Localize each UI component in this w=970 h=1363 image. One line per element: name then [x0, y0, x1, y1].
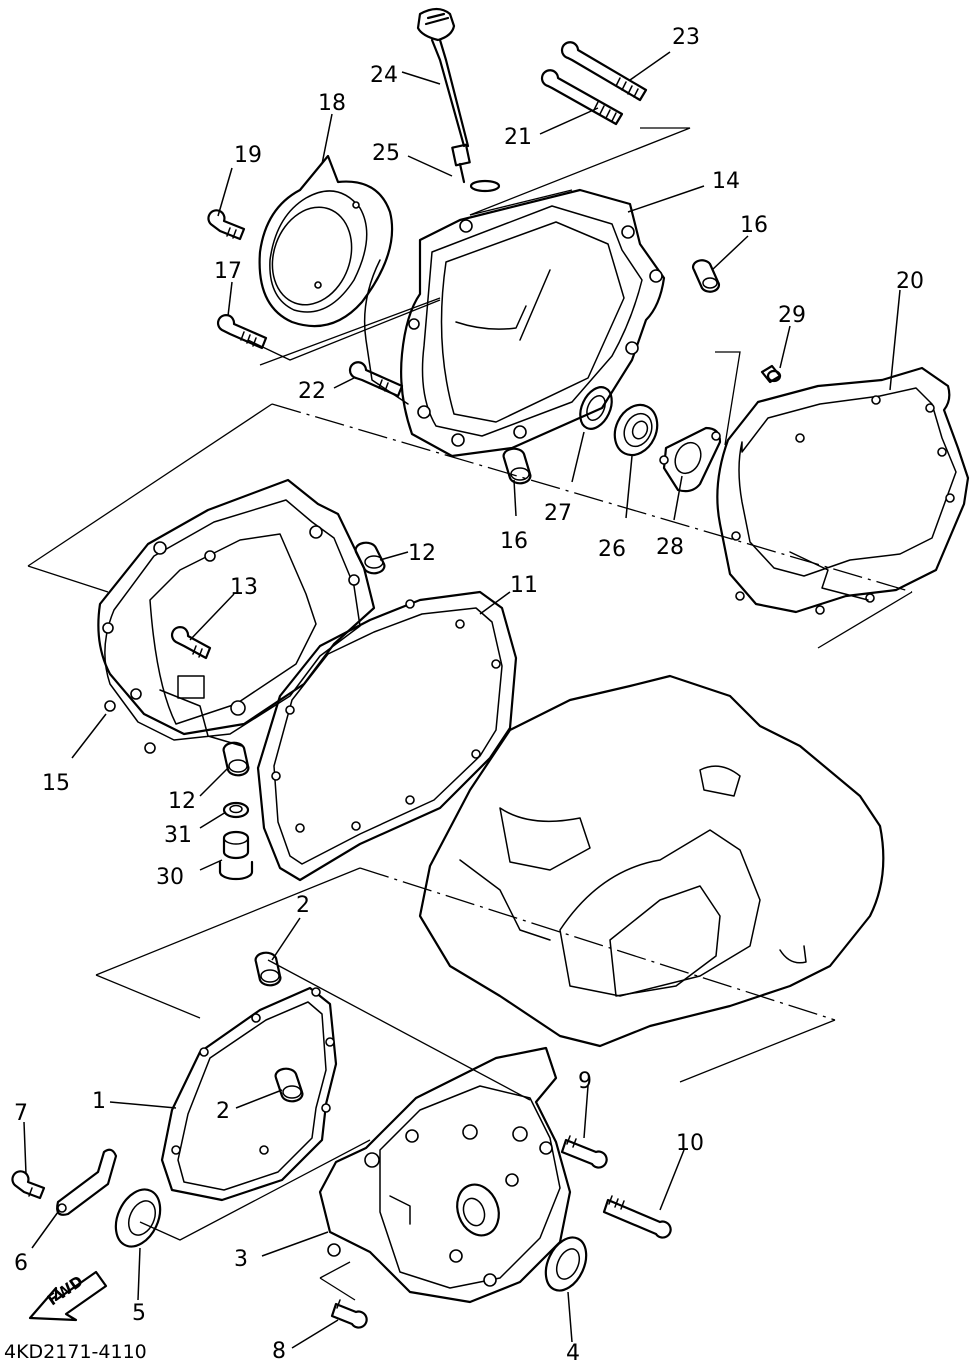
callout-19: 19 [234, 143, 262, 168]
callout-30: 30 [156, 865, 184, 890]
callout-28: 28 [656, 535, 684, 560]
crankcase-part [418, 674, 885, 1048]
bolt-part [348, 361, 404, 398]
callout-27: 27 [544, 501, 572, 526]
gasket-part [256, 590, 518, 882]
bolt-part [207, 209, 246, 241]
bolt-part [560, 41, 648, 102]
washer-part [222, 801, 250, 819]
screw-part [760, 364, 782, 384]
callout-2: 2 [216, 1099, 230, 1124]
callout-15: 15 [42, 771, 70, 796]
callout-13: 13 [230, 575, 258, 600]
bolt-part [170, 626, 212, 660]
callout-17: 17 [214, 259, 242, 284]
crankcase-cover-part [363, 188, 666, 458]
callout-3: 3 [234, 1247, 248, 1272]
plug-part [218, 830, 254, 881]
dowel-part [691, 259, 721, 293]
callout-14: 14 [712, 169, 740, 194]
dowel-part [502, 447, 532, 485]
dowel-part [254, 951, 282, 987]
callout-31: 31 [164, 823, 192, 848]
callout-29: 29 [778, 303, 806, 328]
oil-seal-part [114, 1188, 162, 1248]
callout-21: 21 [504, 125, 532, 150]
gasket-part [160, 986, 338, 1202]
callout-6: 6 [14, 1251, 28, 1276]
callout-11: 11 [510, 573, 538, 598]
callout-7: 7 [14, 1101, 28, 1126]
callout-16: 16 [740, 213, 768, 238]
callout-12: 12 [168, 789, 196, 814]
bolt-part [216, 314, 268, 350]
callout-4: 4 [566, 1341, 580, 1363]
callout-5: 5 [132, 1301, 146, 1326]
leader-lines [23, 51, 901, 1349]
right-cover-part [318, 1046, 572, 1304]
left-cover-part [97, 478, 376, 754]
plate-part [659, 426, 722, 493]
callout-16: 16 [500, 529, 528, 554]
bolt-part [330, 1299, 368, 1329]
plate-part [56, 1148, 118, 1216]
bolt-part [560, 1135, 608, 1169]
dowel-part [354, 541, 386, 575]
callout-22: 22 [298, 379, 326, 404]
cover-plate-part [258, 154, 394, 328]
fwd-direction-arrow: FWD [28, 1270, 108, 1322]
callout-23: 23 [672, 25, 700, 50]
callout-1: 1 [92, 1089, 106, 1114]
callout-25: 25 [372, 141, 400, 166]
callout-8: 8 [272, 1339, 286, 1363]
bolt-part [540, 69, 624, 126]
callout-numbers: 23 24 18 21 25 19 14 16 17 20 29 22 27 1… [14, 25, 924, 1363]
gasket-part [716, 366, 970, 615]
callout-24: 24 [370, 63, 398, 88]
dowel-part [274, 1067, 304, 1103]
bearing-part [613, 403, 659, 457]
callout-9: 9 [578, 1069, 592, 1094]
callout-2: 2 [296, 893, 310, 918]
callout-20: 20 [896, 269, 924, 294]
dipstick-part [416, 7, 501, 193]
drawing-code: 4KD2171-4110 [4, 1341, 147, 1363]
bolt-part [602, 1195, 672, 1239]
callout-26: 26 [598, 537, 626, 562]
dowel-part [222, 741, 250, 777]
callout-18: 18 [318, 91, 346, 116]
oil-seal-part [544, 1236, 588, 1292]
callout-12: 12 [408, 541, 436, 566]
assembly-guide-lines [27, 127, 913, 1301]
callout-10: 10 [676, 1131, 704, 1156]
oil-seal-part [579, 386, 613, 430]
bolt-part [11, 1170, 46, 1200]
